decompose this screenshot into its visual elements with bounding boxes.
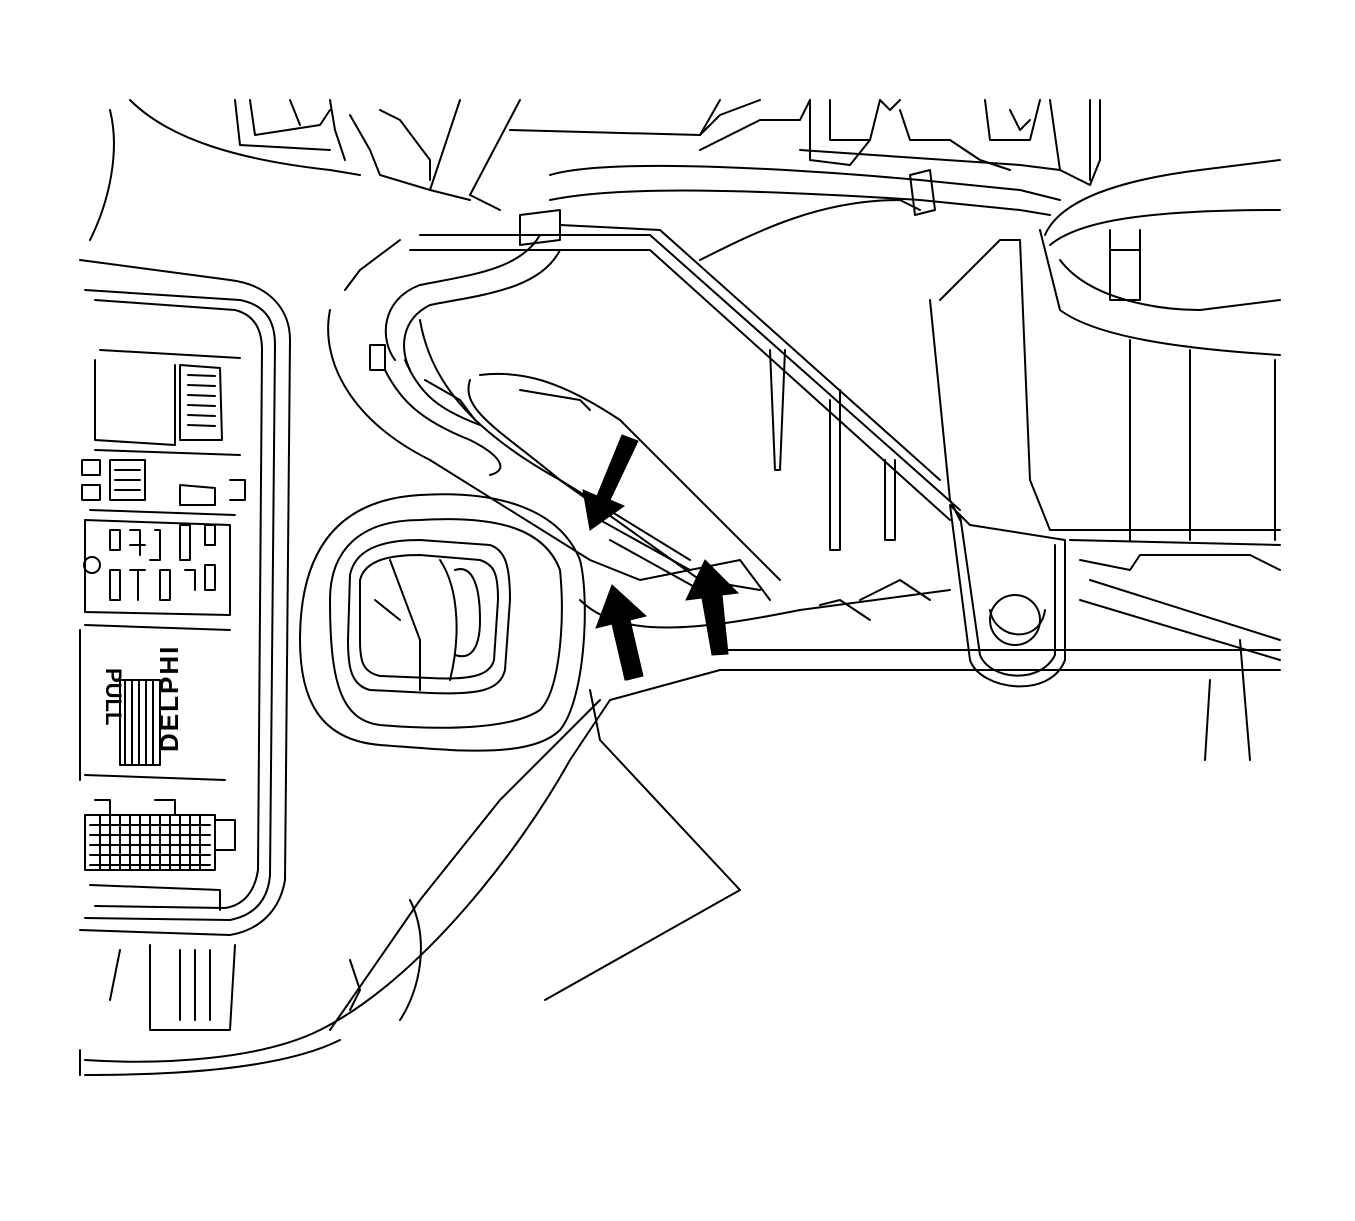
arrow-push-down [582, 434, 639, 531]
blower-housing [929, 159, 1281, 761]
air-duct-channel [327, 199, 961, 629]
arrow-push-up-left [595, 584, 648, 681]
fuse-block [79, 259, 291, 1076]
pull-label: PULL [101, 668, 126, 725]
callout-arrows [582, 434, 740, 681]
fuse-block-labels: PULL DELPHI [101, 645, 184, 752]
access-opening [299, 493, 586, 752]
upper-dash-frame [89, 99, 1101, 241]
lower-body-outline [84, 649, 1281, 1076]
delphi-label: DELPHI [154, 645, 184, 752]
arrow-push-up-right [685, 559, 740, 656]
heater-hose [369, 164, 1061, 476]
u-bracket [949, 504, 1066, 688]
